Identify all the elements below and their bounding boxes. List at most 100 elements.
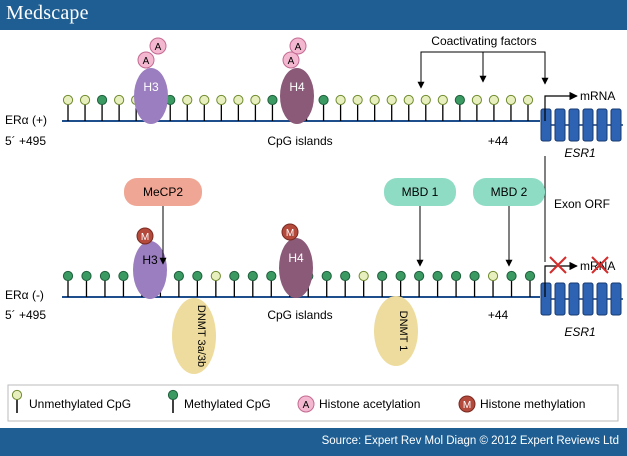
esr1-exon [582, 282, 594, 316]
methylated-cpg [173, 270, 184, 297]
unmethylated-cpg [369, 94, 380, 121]
unmethylated-cpg [250, 94, 261, 121]
methylation-mark [136, 227, 154, 245]
er-positive-panel: ERα (+) H3 A A H4 A A Coactivating facto… [5, 34, 623, 160]
unmethylated-cpg [487, 270, 499, 297]
acetylation-mark [282, 51, 300, 69]
transcription-arrow [544, 91, 578, 121]
unmethylated-cpg [358, 270, 369, 297]
histone-methylation-symbol [458, 395, 476, 413]
esr1-exon [610, 282, 622, 316]
position-44-label: +44 [488, 134, 509, 148]
mbd2-protein [473, 178, 545, 206]
unmethylated-cpg [182, 94, 193, 121]
methylated-cpg [524, 270, 536, 297]
methylated-cpg [469, 270, 480, 297]
mbd1-label: MBD 1 [402, 185, 439, 199]
histone-h3-label: H3 [143, 80, 159, 94]
unmethylated-cpg [210, 270, 221, 297]
methylation-mark-label: M [141, 232, 149, 243]
esr1-exon [596, 108, 608, 142]
unmethylated-cpg [471, 94, 482, 121]
er-negative-panel: ERα (-) H3 M H4 M MeCP2 MBD 1 MBD 2 [5, 178, 623, 374]
esr1-label: ESR1 [564, 146, 595, 160]
cpg-islands-label: CpG islands [267, 308, 332, 322]
esr1-exon [568, 108, 580, 142]
acetylation-mark-label: A [143, 56, 150, 67]
unmethylated-cpg [420, 94, 431, 121]
unmethylated-cpg [437, 94, 448, 121]
mbd1-protein [384, 178, 456, 206]
header-bar: Medscape [0, 0, 627, 30]
histone-h3 [133, 241, 167, 299]
dnmt1-enzyme [374, 296, 418, 366]
esr1-exon [540, 282, 552, 316]
methylated-cpg [432, 270, 443, 297]
unmethylated-cpg [216, 94, 227, 121]
methylated-cpg-label: Methylated CpG [184, 397, 271, 411]
acetylation-mark [289, 37, 307, 55]
unmethylated-cpg [199, 94, 210, 121]
methylated-cpg [340, 270, 351, 297]
methylated-cpg [62, 270, 74, 297]
position-44-label: +44 [488, 308, 509, 322]
esr1-gene [540, 282, 623, 316]
histone-h4 [279, 238, 313, 298]
histone-h4-label: H4 [288, 251, 304, 265]
unmethylated-cpg [386, 94, 397, 121]
esr1-exon [554, 108, 566, 142]
acetylation-mark-label: A [295, 42, 302, 53]
methylated-cpg [96, 94, 108, 121]
unmethylated-cpg [233, 94, 244, 121]
mecp2-label: MeCP2 [143, 185, 183, 199]
unmethylated-cpg [488, 94, 500, 121]
dnmt3-enzyme [172, 298, 216, 374]
acetylation-mark [137, 51, 155, 69]
acetylation-mark-label: A [155, 42, 162, 53]
unmethylated-cpg [114, 94, 125, 121]
methylated-cpg [454, 94, 465, 121]
esr1-exon [554, 282, 566, 316]
esr1-gene [540, 108, 623, 142]
methylated-cpg [321, 270, 332, 297]
exon-orf-label: Exon ORF [554, 197, 610, 211]
unmethylated-cpg [79, 94, 91, 121]
esr1-exon [540, 108, 552, 142]
methylation-mark-label: M [286, 228, 294, 239]
dnmt1-label: DNMT 1 [397, 311, 409, 352]
histone-methylation-symbol-label: M [463, 400, 471, 411]
unmethylated-cpg [403, 94, 414, 121]
unmethylated-cpg-symbol [11, 389, 23, 413]
methylated-cpg [266, 270, 277, 297]
methylated-cpg [99, 270, 111, 297]
blocked-x-icon [549, 256, 567, 274]
cpg-islands-label: CpG islands [267, 134, 332, 148]
er-negative-label: ERα (-) [5, 288, 44, 302]
exon-orf-connector: Exon ORF [544, 156, 612, 262]
esr1-exon [610, 108, 622, 142]
unmethylated-cpg [335, 94, 346, 121]
unmethylated-cpg [352, 94, 363, 121]
histone-h3 [134, 68, 168, 124]
histone-h3-label: H3 [142, 253, 158, 267]
histone-h4 [280, 68, 314, 124]
methylated-cpg [81, 270, 92, 297]
esr1-label: ESR1 [564, 325, 595, 339]
esr1-exon [596, 282, 608, 316]
histone-acetylation-label: Histone acetylation [319, 397, 420, 411]
transcription-arrow [544, 261, 578, 297]
legend: Unmethylated CpG Methylated CpG A Histon… [7, 384, 619, 422]
er-positive-label: ERα (+) [5, 113, 47, 127]
methylated-cpg [318, 94, 329, 121]
acetylation-mark [149, 37, 167, 55]
unmethylated-cpg [522, 94, 534, 121]
footer-bar: Source: Expert Rev Mol Diagn © 2012 Expe… [0, 428, 627, 456]
unmethylated-cpg [505, 94, 517, 121]
methylated-cpg [377, 270, 388, 297]
methylated-cpg [414, 270, 425, 297]
methylated-cpg [506, 270, 517, 297]
esr1-exon [568, 282, 580, 316]
methylation-mark [281, 223, 299, 241]
